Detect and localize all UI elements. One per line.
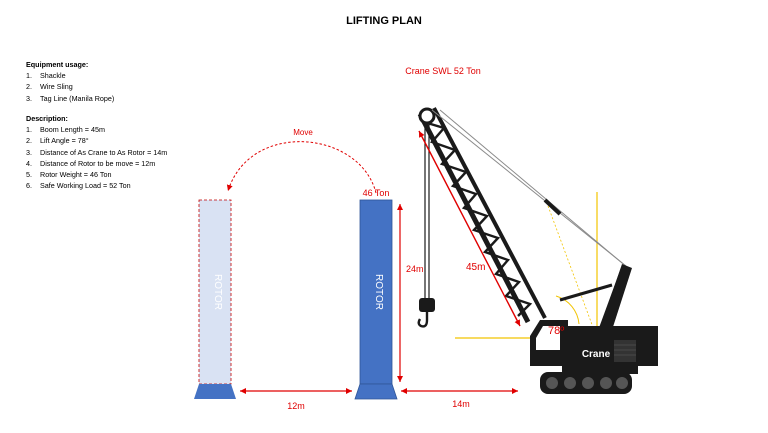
description-list: Description: 1.Boom Length = 45m 2.Lift … — [26, 113, 167, 191]
crane-swl-label: Crane SWL 52 Ton — [405, 66, 481, 76]
rotor-distance-label: 12m — [287, 401, 305, 411]
hook-block — [419, 298, 435, 312]
description-item: Lift Angle = 78° — [40, 136, 89, 146]
list-item: 2.Wire Sling — [26, 82, 73, 92]
description-heading: Description: — [26, 114, 68, 123]
lift-angle-label: 78º — [548, 325, 564, 337]
rotor-target-label: ROTOR — [212, 274, 223, 310]
rotor-target: ROTOR — [194, 199, 236, 399]
equipment-item: Shackle — [40, 71, 66, 81]
list-item: 3.Tag Line (Manila Rope) — [26, 93, 115, 103]
crane: Crane — [417, 107, 658, 394]
move-arrow — [226, 141, 377, 194]
page-title: LIFTING PLAN — [346, 15, 422, 27]
list-item: 2.Lift Angle = 78° — [26, 136, 89, 146]
hook-icon — [417, 312, 429, 328]
equipment-list: Equipment usage: 1.Shackle 2.Wire Sling … — [26, 59, 114, 104]
crane-distance-label: 14m — [452, 399, 470, 409]
list-item: 5.Rotor Weight = 46 Ton — [26, 170, 112, 180]
list-item: 6.Safe Working Load = 52 Ton — [26, 181, 131, 191]
crane-label: Crane — [582, 349, 611, 360]
description-item: Rotor Weight = 46 Ton — [40, 170, 112, 180]
move-label: Move — [293, 128, 313, 137]
list-item: 3.Distance of As Crane to As Rotor = 14m — [26, 147, 168, 157]
list-item: 4.Distance of Rotor to be move = 12m — [26, 158, 156, 168]
boom-length-arrow — [418, 130, 521, 327]
description-item: Distance of Rotor to be move = 12m — [40, 158, 156, 168]
rotor-current: ROTOR — [354, 199, 398, 400]
equipment-item: Tag Line (Manila Rope) — [40, 93, 115, 103]
list-item: 1.Boom Length = 45m — [26, 125, 105, 135]
rotor-current-base — [354, 383, 398, 400]
height-label: 24m — [406, 264, 424, 274]
description-item: Distance of As Crane to As Rotor = 14m — [40, 147, 168, 157]
list-item: 1.Shackle — [26, 71, 66, 81]
crane-body — [562, 326, 658, 366]
rotor-target-base — [194, 384, 236, 399]
boom-length-label: 45m — [466, 262, 485, 273]
rotor-weight-label: 46 Ton — [363, 188, 390, 198]
equipment-heading: Equipment usage: — [26, 60, 89, 69]
description-item: Safe Working Load = 52 Ton — [40, 181, 131, 191]
description-item: Boom Length = 45m — [40, 125, 105, 135]
rotor-current-label: ROTOR — [373, 274, 384, 310]
equipment-item: Wire Sling — [40, 82, 73, 92]
